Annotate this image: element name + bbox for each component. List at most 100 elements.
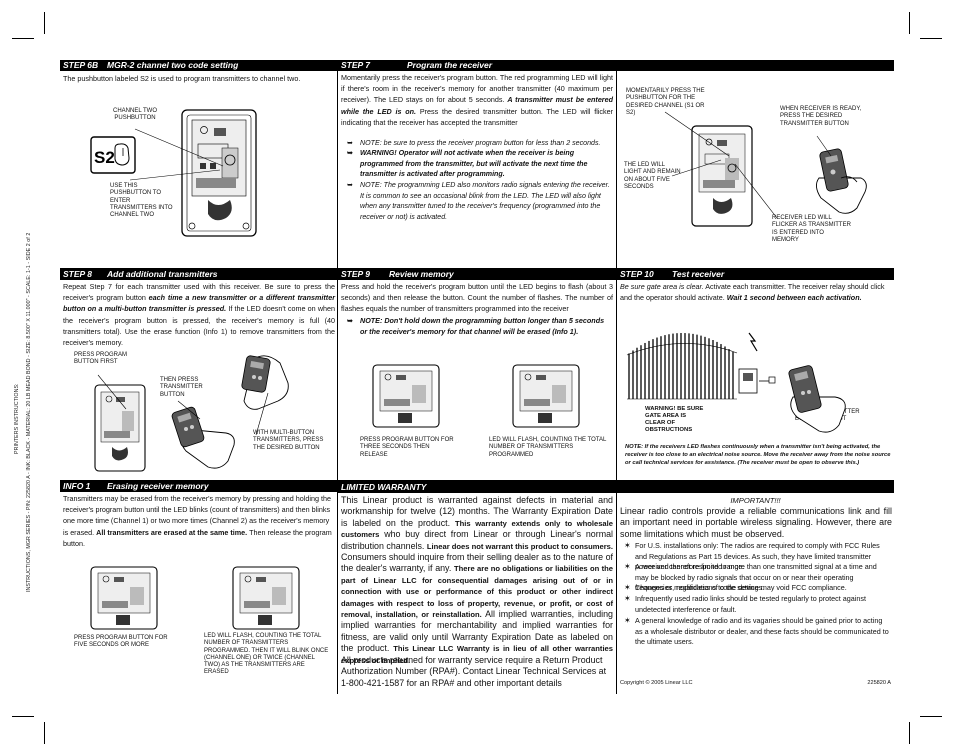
crop-mark [12,38,34,39]
step-7-header-continued [617,60,894,71]
multi-button-label: WITH MULTI-BUTTON TRANSMITTERS, PRESS TH… [253,430,324,451]
step-10-body-text: Activate each transmitter. The receiver … [620,282,885,303]
star-bullet-icon: ✶ [624,594,631,603]
transmitter-hand-illustration [816,148,867,214]
transmitter-hand-illustration [788,365,846,433]
warranty-text: Consumers should inquire from their sell… [341,552,613,574]
arrow-icon: ➥ [347,181,353,189]
step-7-header: STEP 7 Program the receiver [338,60,616,71]
warranty-header: LIMITED WARRANTY [338,481,616,493]
press-transmitter-label: WHEN RECEIVER IS READY, PRESS THE DESIRE… [780,106,862,127]
info-title: Erasing receiver memory [107,481,209,491]
info-1-body-bold: All transmitters are erased at the same … [96,527,248,537]
press-three-seconds-label: PRESS PROGRAM BUTTON FOR THREE SECONDS T… [360,437,454,458]
step-10-body: Be sure gate area is clear. Activate eac… [620,281,892,303]
receiver-illustration [94,384,146,472]
crop-mark [12,716,34,717]
channel-two-label: CHANNEL TWO PUSHBUTTON [112,108,157,122]
crop-mark [920,38,942,39]
step-title: Test receiver [672,269,725,279]
warranty-text-bold: This Linear LLC Warranty is in lieu of a… [341,644,614,665]
step-7-panel: STEP 7 Program the receiver Momentarily p… [338,60,616,268]
important-bullet: ✶A receiver cannot respond to more than … [624,562,891,594]
warranty-text-bold: Linear does not warrant this product to … [426,541,613,551]
crop-mark [909,722,910,744]
press-program-label: PRESS PROGRAM BUTTON FIRST [74,352,128,366]
important-bullet: ✶For U.S. installations only: The radios… [624,541,891,573]
step-title: Program the receiver [407,60,493,70]
crop-mark [920,716,942,717]
gate-illustration [626,332,776,400]
step-number: STEP 10 [620,269,654,279]
receiver-illustration [90,566,158,630]
star-bullet-icon: ✶ [624,562,631,571]
led-flicker-label: RECEIVER LED WILL FLICKER AS TRANSMITTER… [772,215,851,243]
row-divider [60,480,894,481]
printer-spec: INSTRUCTIONS, MGR SERIES - P/N: 225820 A… [26,233,32,592]
important-panel: IMPORTANT!!! Linear radio controls provi… [617,481,894,694]
important-header-bar [617,481,894,493]
important-bullet: ✶Infrequently used radio links should be… [624,594,891,615]
step-title: Add additional transmitters [107,269,218,279]
leader-line [129,128,224,181]
part-number: 225820 A [867,680,891,686]
warranty-text: All implied warranties, including implie… [341,609,613,654]
receiver-illustration [232,566,300,630]
step-10-header: STEP 10 Test receiver [617,269,894,280]
step-8-body-1: Repeat Step 7 for each transmitter used … [63,282,335,303]
press-five-seconds-label: PRESS PROGRAM BUTTON FOR FIVE SECONDS OR… [74,635,168,649]
info-1-body-1: Transmitters may be erased from the rece… [63,494,331,537]
step-7-body-2: Press the desired transmitter button. Th… [341,106,614,127]
crop-mark [909,12,910,34]
step-7-body: Momentarily press the receiver's program… [341,72,613,128]
step-title: MGR-2 channel two code setting [107,60,239,70]
step-number: STEP 8 [63,269,92,279]
row-divider [60,268,894,269]
warranty-rpa-text: All products returned for warranty servi… [341,655,607,688]
then-press-label: THEN PRESS TRANSMITTER BUTTON [160,377,203,398]
warning-text: WARNING! Operator will not activate when… [360,149,588,178]
step-6b-header: STEP 6B MGR-2 channel two code setting [60,60,337,71]
led-flash-label: LED WILL FLASH, COUNTING THE TOTAL NUMBE… [489,437,607,458]
warranty-text: This Linear product is warranted against… [341,495,613,528]
led-erase-label: LED WILL FLASH, COUNTING THE TOTAL NUMBE… [204,633,329,676]
instruction-sheet: STEP 6B MGR-2 channel two code setting Th… [60,60,894,694]
s2-label: S2 [94,148,115,167]
info-number: INFO 1 [63,481,91,491]
receiver-illustration [181,109,257,237]
printer-spec-text: INSTRUCTIONS, MGR SERIES - P/N: 225820 A… [26,232,32,592]
step-8-panel: STEP 8 Add additional transmitters Repeat… [60,269,337,480]
note-text: NOTE: Don't hold down the programming bu… [360,316,605,336]
leader-line [97,374,269,436]
step-10-body-bold: Wait 1 second between each activation. [726,293,862,303]
led-light-label: THE LED WILL LIGHT AND REMAIN ON ABOUT F… [624,162,681,190]
info-1-body: Transmitters may be erased from the rece… [63,493,335,549]
crop-mark [44,722,45,744]
s2-pushbutton-callout: S2 [90,136,136,174]
warranty-title: LIMITED WARRANTY [341,482,427,492]
step-8-body-2: If the LED doesn't come on when the rece… [63,304,336,348]
step-number: STEP 6B [63,60,99,70]
warranty-text: who buy direct from Linear or through Li… [341,529,613,551]
info-1-header: INFO 1 Erasing receiver memory [60,481,337,492]
step-6b-body: The pushbutton labeled S2 is used to pro… [63,74,301,83]
copyright: Copyright © 2005 Linear LLC [620,680,693,686]
step-6b-panel: STEP 6B MGR-2 channel two code setting Th… [60,60,337,268]
crop-mark [44,12,45,34]
step-8-header: STEP 8 Add additional transmitters [60,269,337,280]
important-intro: Linear radio controls provide a reliable… [620,506,892,539]
step-number: STEP 7 [341,60,370,70]
step-10-panel: STEP 10 Test receiver Be sure gate area i… [617,269,894,480]
step-9-note: ➥NOTE: Don't hold down the programming b… [347,316,612,338]
press-pushbutton-label: MOMENTARILY PRESS THE PUSHBUTTON FOR THE… [626,88,705,116]
step-7-body-bold: A transmitter must be entered while the … [341,95,613,116]
receiver-illustration [691,125,753,227]
printer-instructions-title: PRINTERS INSTRUCTIONS: [14,383,20,454]
note-text: NOTE: The programming LED also monitors … [360,181,610,221]
warranty-text-bold: There are no obligations or liabilities … [341,564,613,620]
transmitter-hand-illustration [171,406,235,469]
star-bullet-icon: ✶ [624,616,631,625]
column-divider [616,60,617,694]
